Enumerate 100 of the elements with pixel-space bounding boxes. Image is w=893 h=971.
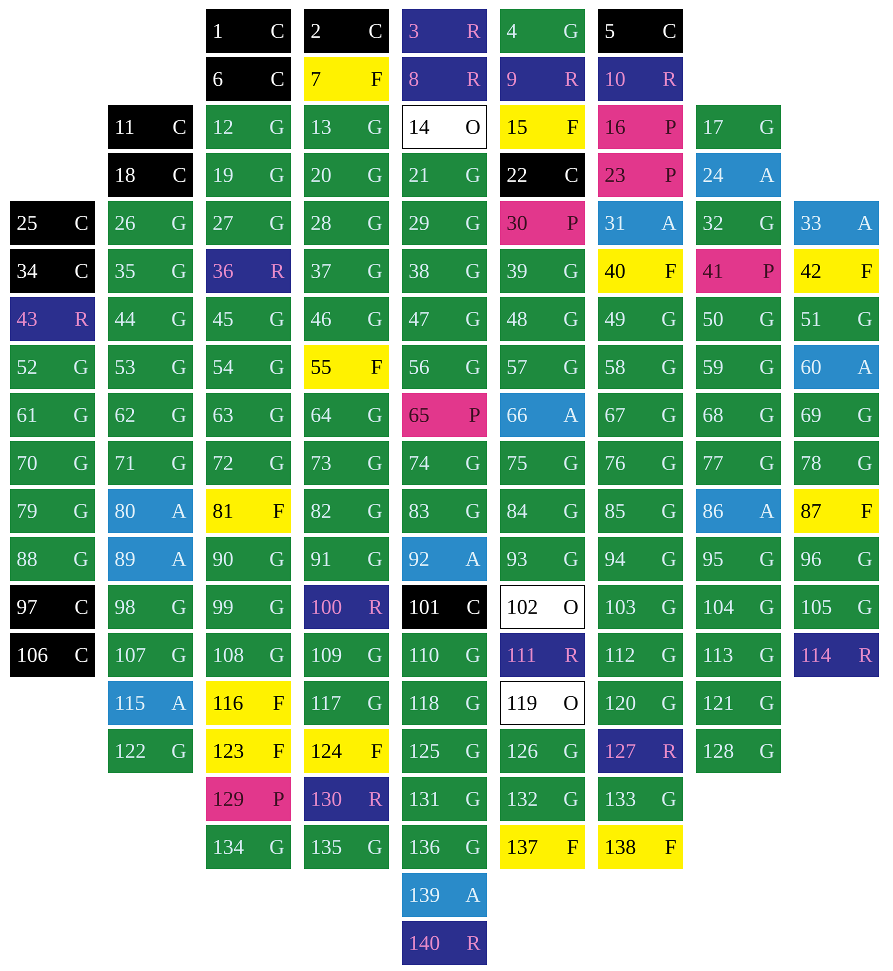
grid-cell: 71 G	[108, 441, 193, 485]
grid-cell: 136 G	[402, 825, 487, 869]
grid-cell: 87 F	[794, 489, 879, 533]
grid-cell: 111 R	[500, 633, 585, 677]
grid-cell: 116 F	[206, 681, 291, 725]
grid-cell: 75 G	[500, 441, 585, 485]
grid-cell: 103 G	[598, 585, 683, 629]
grid-cell: 29 G	[402, 201, 487, 245]
grid-cell: 101 C	[402, 585, 487, 629]
grid-cell: 68 G	[696, 393, 781, 437]
grid-cell: 36 R	[206, 249, 291, 293]
grid-cell: 88 G	[10, 537, 95, 581]
grid-cell: 131 G	[402, 777, 487, 821]
grid-cell: 102 O	[500, 585, 585, 629]
grid-cell: 47 G	[402, 297, 487, 341]
grid-cell: 23 P	[598, 153, 683, 197]
grid-cell: 4 G	[500, 9, 585, 53]
grid-cell: 59 G	[696, 345, 781, 389]
grid-cell: 95 G	[696, 537, 781, 581]
grid-cell: 123 F	[206, 729, 291, 773]
grid-cell: 57 G	[500, 345, 585, 389]
grid-cell: 61 G	[10, 393, 95, 437]
grid-cell: 99 G	[206, 585, 291, 629]
grid-cell: 124 F	[304, 729, 389, 773]
grid-cell: 139 A	[402, 873, 487, 917]
grid-cell: 45 G	[206, 297, 291, 341]
grid-cell: 21 G	[402, 153, 487, 197]
grid-cell: 120 G	[598, 681, 683, 725]
grid-cell: 17 G	[696, 105, 781, 149]
grid-cell: 133 G	[598, 777, 683, 821]
grid-cell: 118 G	[402, 681, 487, 725]
grid-cell: 7 F	[304, 57, 389, 101]
grid-cell: 126 G	[500, 729, 585, 773]
grid-cell: 12 G	[206, 105, 291, 149]
grid-cell: 27 G	[206, 201, 291, 245]
grid-cell: 8 R	[402, 57, 487, 101]
grid-cell: 69 G	[794, 393, 879, 437]
grid-cell: 110 G	[402, 633, 487, 677]
grid-cell: 70 G	[10, 441, 95, 485]
grid-cell: 73 G	[304, 441, 389, 485]
grid-cell: 24 A	[696, 153, 781, 197]
grid-cell: 2 C	[304, 9, 389, 53]
grid-cell: 114 R	[794, 633, 879, 677]
grid-cell: 3 R	[402, 9, 487, 53]
grid-cell: 37 G	[304, 249, 389, 293]
grid-cell: 72 G	[206, 441, 291, 485]
grid-cell: 90 G	[206, 537, 291, 581]
grid-cell: 13 G	[304, 105, 389, 149]
grid-cell: 32 G	[696, 201, 781, 245]
grid-cell: 109 G	[304, 633, 389, 677]
grid-cell: 16 P	[598, 105, 683, 149]
grid-cell: 53 G	[108, 345, 193, 389]
grid-cell: 134 G	[206, 825, 291, 869]
grid-cell: 33 A	[794, 201, 879, 245]
grid-cell: 128 G	[696, 729, 781, 773]
grid-cell: 86 A	[696, 489, 781, 533]
grid-cell: 31 A	[598, 201, 683, 245]
grid-cell: 46 G	[304, 297, 389, 341]
grid-cell: 26 G	[108, 201, 193, 245]
grid-cell: 105 G	[794, 585, 879, 629]
grid-cell: 30 P	[500, 201, 585, 245]
grid-cell: 113 G	[696, 633, 781, 677]
grid-cell: 129 P	[206, 777, 291, 821]
grid-cell: 49 G	[598, 297, 683, 341]
grid-cell: 117 G	[304, 681, 389, 725]
grid-cell: 107 G	[108, 633, 193, 677]
grid-cell: 51 G	[794, 297, 879, 341]
grid-cell: 140 R	[402, 921, 487, 965]
grid-cell: 78 G	[794, 441, 879, 485]
grid-cell: 79 G	[10, 489, 95, 533]
grid-cell: 100 R	[304, 585, 389, 629]
grid-cell: 48 G	[500, 297, 585, 341]
grid-cell: 43 R	[10, 297, 95, 341]
grid-cell: 62 G	[108, 393, 193, 437]
grid-cell: 74 G	[402, 441, 487, 485]
grid-cell: 41 P	[696, 249, 781, 293]
grid-cell: 34 C	[10, 249, 95, 293]
grid-cell: 138 F	[598, 825, 683, 869]
grid-cell: 93 G	[500, 537, 585, 581]
grid-cell: 121 G	[696, 681, 781, 725]
grid-cell: 115 A	[108, 681, 193, 725]
grid-cell: 85 G	[598, 489, 683, 533]
grid-cell: 35 G	[108, 249, 193, 293]
grid-cell: 60 A	[794, 345, 879, 389]
grid-cell: 38 G	[402, 249, 487, 293]
grid-cell: 22 C	[500, 153, 585, 197]
grid-cell: 137 F	[500, 825, 585, 869]
grid-cell: 64 G	[304, 393, 389, 437]
grid-cell: 92 A	[402, 537, 487, 581]
grid-cell: 50 G	[696, 297, 781, 341]
grid-cell: 104 G	[696, 585, 781, 629]
grid-cell: 80 A	[108, 489, 193, 533]
grid-cell: 25 C	[10, 201, 95, 245]
grid-cell: 5 C	[598, 9, 683, 53]
grid-cell: 9 R	[500, 57, 585, 101]
grid-cell: 89 A	[108, 537, 193, 581]
grid-cell: 15 F	[500, 105, 585, 149]
grid-cell: 76 G	[598, 441, 683, 485]
grid-cell: 106 C	[10, 633, 95, 677]
grid-cell: 54 G	[206, 345, 291, 389]
